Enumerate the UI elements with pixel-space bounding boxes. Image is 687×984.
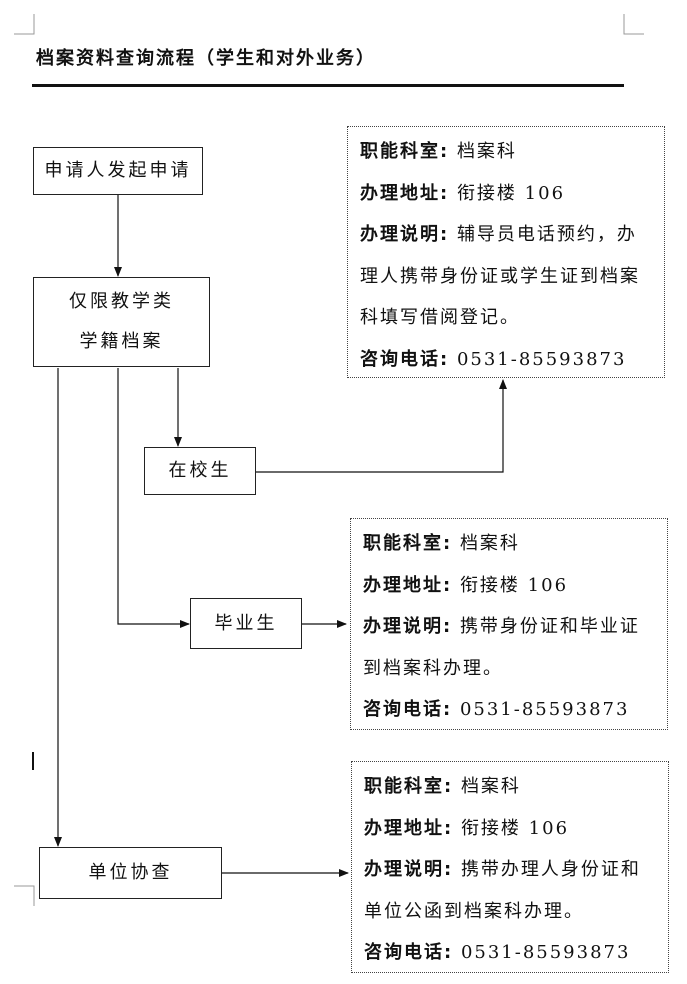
info-row-dept: 职能科室: 档案科	[363, 523, 657, 565]
note-label: 办理说明:	[363, 616, 453, 637]
employer-verification-box: 单位协查	[39, 847, 222, 899]
address-value: 衔接楼 106	[460, 817, 570, 839]
info-panel-employer: 职能科室: 档案科 办理地址: 衔接楼 106 办理说明: 携带办理人身份证和单…	[351, 761, 669, 973]
info-row-dept: 职能科室: 档案科	[364, 766, 658, 808]
graduate-label: 毕业生	[214, 612, 278, 634]
title-underline	[32, 84, 624, 87]
phone-label: 咨询电话:	[364, 942, 454, 963]
dept-value: 档案科	[459, 533, 520, 554]
note-label: 办理说明:	[364, 859, 454, 880]
phone-label: 咨询电话:	[360, 348, 450, 370]
address-value: 衔接楼 106	[459, 574, 569, 596]
dept-label: 职能科室:	[360, 141, 450, 162]
info-row-phone: 咨询电话: 0531-85593873	[364, 932, 658, 974]
dept-label: 职能科室:	[364, 776, 454, 797]
info-row-note: 办理说明: 辅导员电话预约，办理人携带身份证或学生证到档案科填写借阅登记。	[360, 214, 654, 339]
address-value: 衔接楼 106	[456, 182, 566, 204]
dept-value: 档案科	[460, 776, 521, 797]
info-row-note: 办理说明: 携带身份证和毕业证到档案科办理。	[363, 606, 657, 689]
page-title: 档案资料查询流程（学生和对外业务）	[36, 48, 376, 69]
info-row-phone: 咨询电话: 0531-85593873	[360, 339, 654, 381]
info-panel-graduate: 职能科室: 档案科 办理地址: 衔接楼 106 办理说明: 携带身份证和毕业证到…	[350, 518, 668, 730]
info-row-address: 办理地址: 衔接楼 106	[363, 565, 657, 607]
employer-verification-label: 单位协查	[88, 862, 173, 883]
graduate-box: 毕业生	[190, 598, 302, 649]
current-student-label: 在校生	[168, 460, 232, 481]
info-row-phone: 咨询电话: 0531-85593873	[363, 689, 657, 731]
info-panel-current-student: 职能科室: 档案科 办理地址: 衔接楼 106 办理说明: 辅导员电话预约，办理…	[347, 126, 665, 378]
info-row-address: 办理地址: 衔接楼 106	[364, 808, 658, 850]
dept-label: 职能科室:	[363, 533, 453, 554]
note-value: 携带身份证和毕业证到档案科办理。	[363, 616, 640, 679]
info-row-dept: 职能科室: 档案科	[360, 131, 654, 173]
note-label: 办理说明:	[360, 224, 450, 245]
phone-value: 0531-85593873	[459, 699, 630, 720]
arrow-restrict-to-graduate	[117, 368, 190, 628]
current-student-box: 在校生	[144, 447, 256, 495]
dept-value: 档案科	[456, 141, 517, 162]
note-value: 携带办理人身份证和单位公函到档案科办理。	[364, 859, 641, 922]
arrow-current-to-info	[256, 379, 507, 473]
phone-label: 咨询电话:	[363, 699, 453, 720]
restriction-box: 仅限教学类 学籍档案	[33, 277, 210, 367]
start-application-box: 申请人发起申请	[33, 147, 203, 195]
start-application-label: 申请人发起申请	[44, 160, 192, 181]
info-row-note: 办理说明: 携带办理人身份证和单位公函到档案科办理。	[364, 849, 658, 932]
text-cursor	[32, 752, 34, 770]
restriction-line-2: 学籍档案	[79, 331, 164, 352]
address-label: 办理地址:	[363, 574, 453, 596]
restriction-line-1: 仅限教学类	[69, 291, 174, 312]
note-value: 辅导员电话预约，办理人携带身份证或学生证到档案科填写借阅登记。	[360, 224, 640, 328]
phone-value: 0531-85593873	[460, 942, 631, 963]
corner-mark-top-left	[14, 14, 35, 35]
address-label: 办理地址:	[364, 817, 454, 839]
corner-mark-bottom-left	[14, 885, 35, 906]
address-label: 办理地址:	[360, 182, 450, 204]
corner-mark-top-right	[623, 14, 644, 35]
phone-value: 0531-85593873	[456, 348, 627, 370]
info-row-address: 办理地址: 衔接楼 106	[360, 173, 654, 215]
